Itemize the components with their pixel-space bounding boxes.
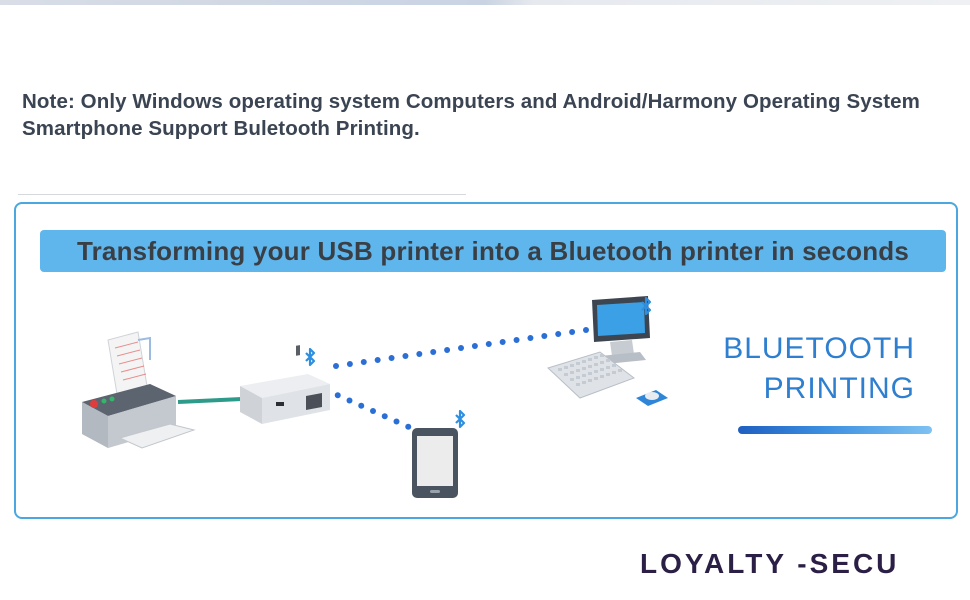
desktop-computer-icon bbox=[592, 296, 650, 364]
brand-logo: LOYALTY -SECU bbox=[640, 548, 900, 579]
banner: Transforming your USB printer into a Blu… bbox=[40, 230, 946, 272]
accent-bar bbox=[738, 426, 932, 434]
banner-text: Transforming your USB printer into a Blu… bbox=[76, 236, 910, 266]
print-server-icon bbox=[240, 345, 330, 424]
note-text: Note: Only Windows operating system Comp… bbox=[22, 90, 920, 140]
bluetooth-title-line1: BLUETOOTH bbox=[723, 332, 915, 365]
connection-dots bbox=[323, 327, 589, 435]
smartphone-icon bbox=[412, 428, 458, 498]
mouse-icon bbox=[636, 390, 668, 406]
bluetooth-title-line2: PRINTING bbox=[763, 372, 915, 405]
printer-icon bbox=[82, 331, 196, 449]
keyboard-icon bbox=[547, 351, 636, 399]
divider bbox=[18, 194, 466, 195]
bluetooth-icon bbox=[305, 296, 652, 429]
top-strip bbox=[0, 0, 970, 5]
usb-cable bbox=[177, 397, 243, 404]
